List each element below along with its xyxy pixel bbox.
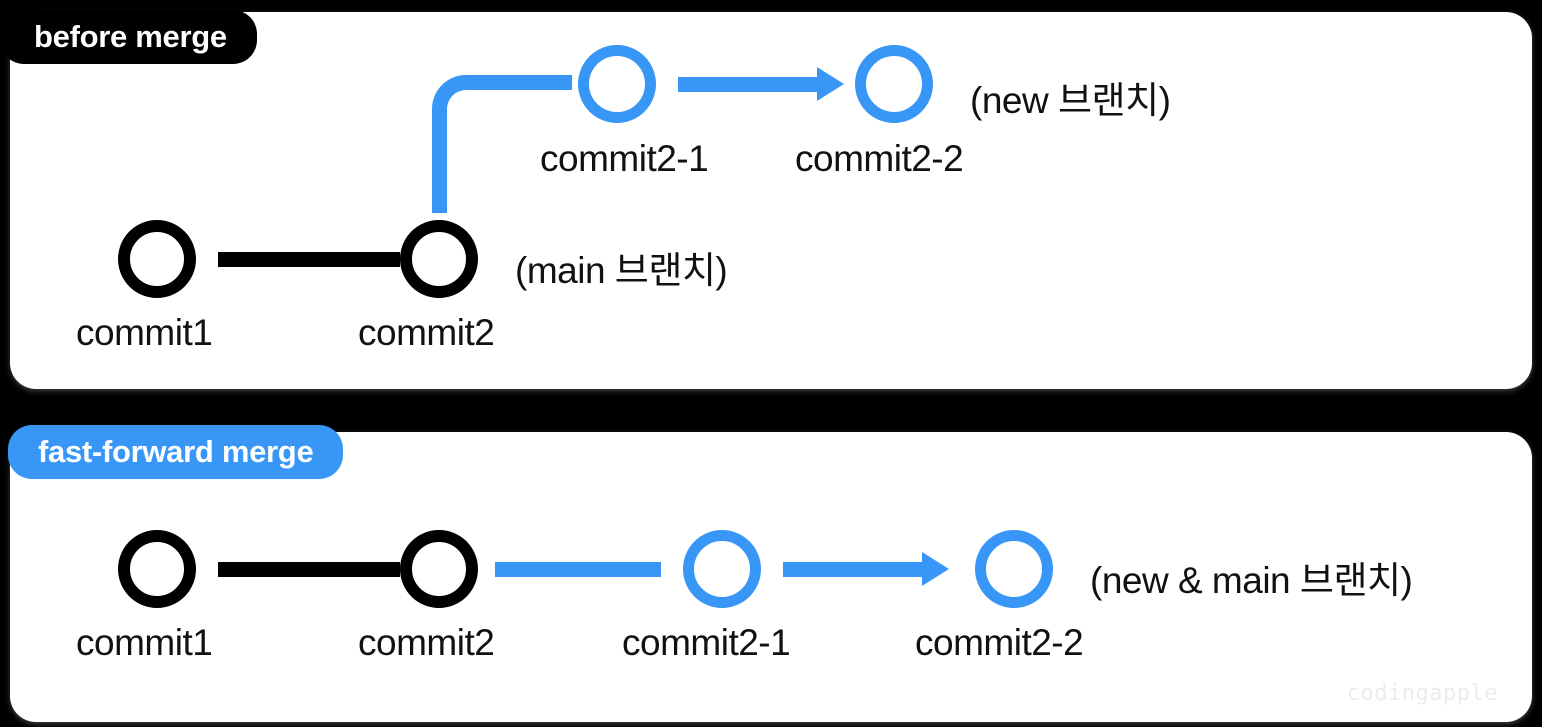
arrow-shaft (678, 77, 819, 92)
elbow-riser (432, 115, 447, 213)
label-new-and-main-branch: (new & main 브랜치) (1090, 560, 1413, 601)
label-new-branch: (new 브랜치) (970, 80, 1171, 121)
panel-before-merge: commit2-1 commit2-2 (new 브랜치) commit1 co… (10, 12, 1532, 389)
label-main-branch: (main 브랜치) (515, 250, 728, 291)
node-ff-commit2-1 (683, 530, 761, 608)
arrow-shaft (783, 562, 924, 577)
node-commit2-2 (855, 45, 933, 123)
label-ff-commit1: commit1 (76, 622, 213, 663)
badge-fast-forward-merge: fast-forward merge (8, 425, 344, 479)
node-ff-commit2 (400, 530, 478, 608)
label-commit2-2: commit2-2 (795, 138, 964, 179)
label-commit1: commit1 (76, 312, 213, 353)
elbow-run (476, 75, 572, 90)
node-commit1 (118, 220, 196, 298)
arrow-commit2-1-to-commit2-2 (678, 67, 844, 101)
branch-elbow-new (432, 75, 572, 213)
label-ff-commit2-2: commit2-2 (915, 622, 1084, 663)
arrow-head (817, 67, 844, 101)
edge-commit1-to-commit2 (218, 252, 400, 267)
label-ff-commit2-1: commit2-1 (622, 622, 791, 663)
arrow-ff-commit2-1-to-commit2-2 (783, 552, 949, 586)
label-ff-commit2: commit2 (358, 622, 495, 663)
edge-ff-commit1-to-commit2 (218, 562, 400, 577)
badge-before-merge: before merge (0, 10, 257, 64)
arrow-head (922, 552, 949, 586)
watermark-codingapple: codingapple (1346, 681, 1498, 706)
label-commit2-1: commit2-1 (540, 138, 709, 179)
node-ff-commit1 (118, 530, 196, 608)
node-commit2 (400, 220, 478, 298)
edge-ff-commit2-to-commit2-1 (495, 562, 661, 577)
label-commit2: commit2 (358, 312, 495, 353)
node-ff-commit2-2 (975, 530, 1053, 608)
panel-fast-forward-merge: commit1 commit2 commit2-1 commit2-2 (new… (10, 432, 1532, 722)
node-commit2-1 (578, 45, 656, 123)
